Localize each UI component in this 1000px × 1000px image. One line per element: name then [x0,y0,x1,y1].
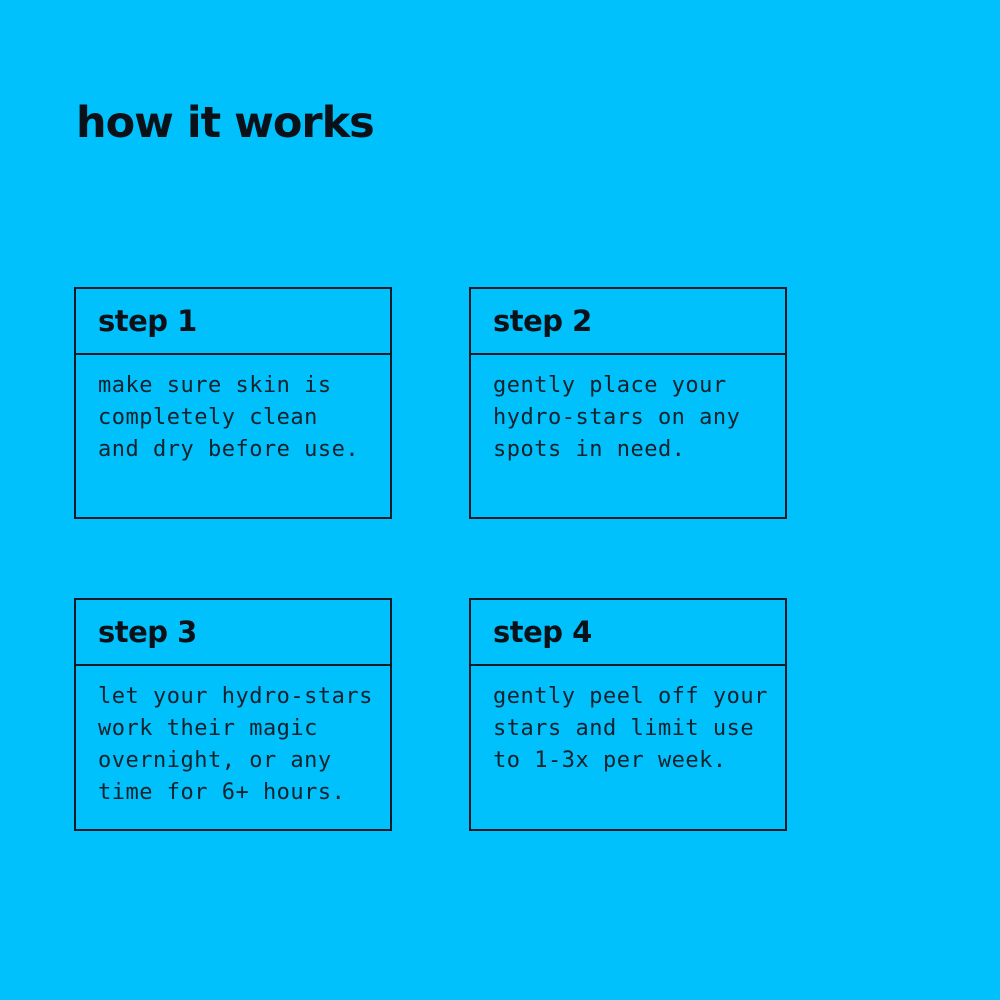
step-card-3-header: step 3 [76,600,390,666]
step-4-description: gently peel off your stars and limit use… [493,684,768,773]
step-3-label: step 3 [98,615,197,649]
step-card-2: step 2 gently place your hydro-stars on … [469,287,787,519]
step-3-description: let your hydro-stars work their magic ov… [98,684,373,805]
page-title: how it works [76,98,375,148]
step-2-label: step 2 [493,304,592,338]
step-card-1: step 1 make sure skin is completely clea… [74,287,392,519]
step-2-description: gently place your hydro-stars on any spo… [493,373,741,462]
step-card-4: step 4 gently peel off your stars and li… [469,598,787,831]
step-card-1-header: step 1 [76,289,390,355]
step-4-label: step 4 [493,615,592,649]
step-card-3: step 3 let your hydro-stars work their m… [74,598,392,831]
step-1-label: step 1 [98,304,197,338]
step-1-description: make sure skin is completely clean and d… [98,373,360,462]
step-card-2-header: step 2 [471,289,785,355]
step-card-4-header: step 4 [471,600,785,666]
